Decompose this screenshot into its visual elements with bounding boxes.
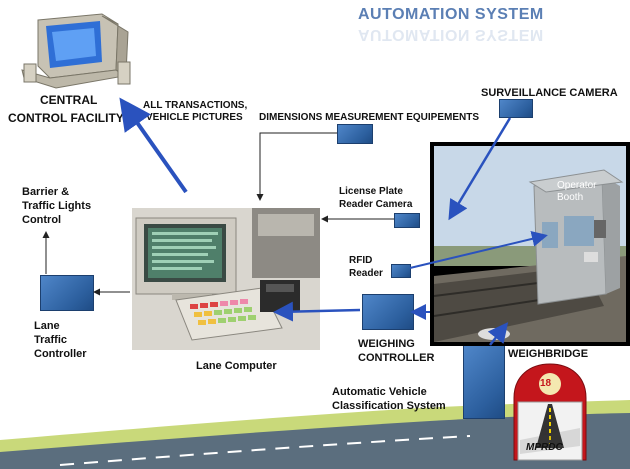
license-label-1: License Plate: [339, 186, 403, 197]
license-plate-camera-box: [394, 213, 420, 228]
barrier-label-3: Control: [22, 214, 62, 226]
logo-text: MPRDC: [526, 442, 563, 453]
avc-label-1: Automatic Vehicle: [332, 386, 427, 398]
weighing-controller-box: [362, 294, 414, 330]
weighbridge-label: WEIGHBRIDGE: [508, 348, 589, 360]
lane-controller-label-3: Controller: [34, 348, 87, 360]
mprdc-milestone-logo: [513, 363, 587, 461]
surveillance-label: SURVEILLANCE CAMERA: [481, 87, 618, 99]
rfid-label-1: RFID: [349, 255, 373, 266]
rfid-label-2: Reader: [349, 268, 383, 279]
diagram-title: AUTOMATION SYSTEM: [358, 6, 544, 23]
lane-controller-label-1: Lane: [34, 320, 60, 332]
dimensions-label: DIMENSIONS MEASUREMENT EQUIPEMENTS: [259, 112, 480, 123]
weighing-label-1: WEIGHING: [358, 338, 415, 350]
avc-label-2: Classification System: [332, 400, 446, 412]
barrier-label-1: Barrier &: [22, 186, 70, 198]
central-label-1: CENTRAL: [40, 93, 98, 107]
operator-label-1: Operator: [557, 180, 597, 191]
logo-number: 18: [540, 378, 552, 389]
transactions-label-2: VEHICLE PICTURES: [146, 112, 243, 123]
computer-icon: [21, 13, 131, 89]
weighbridge-photo: [434, 146, 626, 342]
lane-controller-label-2: Traffic: [34, 334, 68, 346]
operator-label-2: Booth: [557, 192, 584, 203]
central-label-2: CONTROL FACILITY: [8, 111, 124, 125]
transactions-label-1: ALL TRANSACTIONS,: [143, 100, 248, 111]
rfid-reader-box: [391, 264, 411, 278]
dimensions-box: [337, 124, 373, 144]
lane-computer-label: Lane Computer: [196, 360, 277, 372]
weighing-label-2: CONTROLLER: [358, 352, 435, 364]
barrier-label-2: Traffic Lights: [22, 200, 92, 212]
license-label-2: Reader Camera: [339, 199, 413, 210]
lane-computer-photo: [132, 208, 320, 350]
surveillance-camera-box: [499, 99, 533, 118]
